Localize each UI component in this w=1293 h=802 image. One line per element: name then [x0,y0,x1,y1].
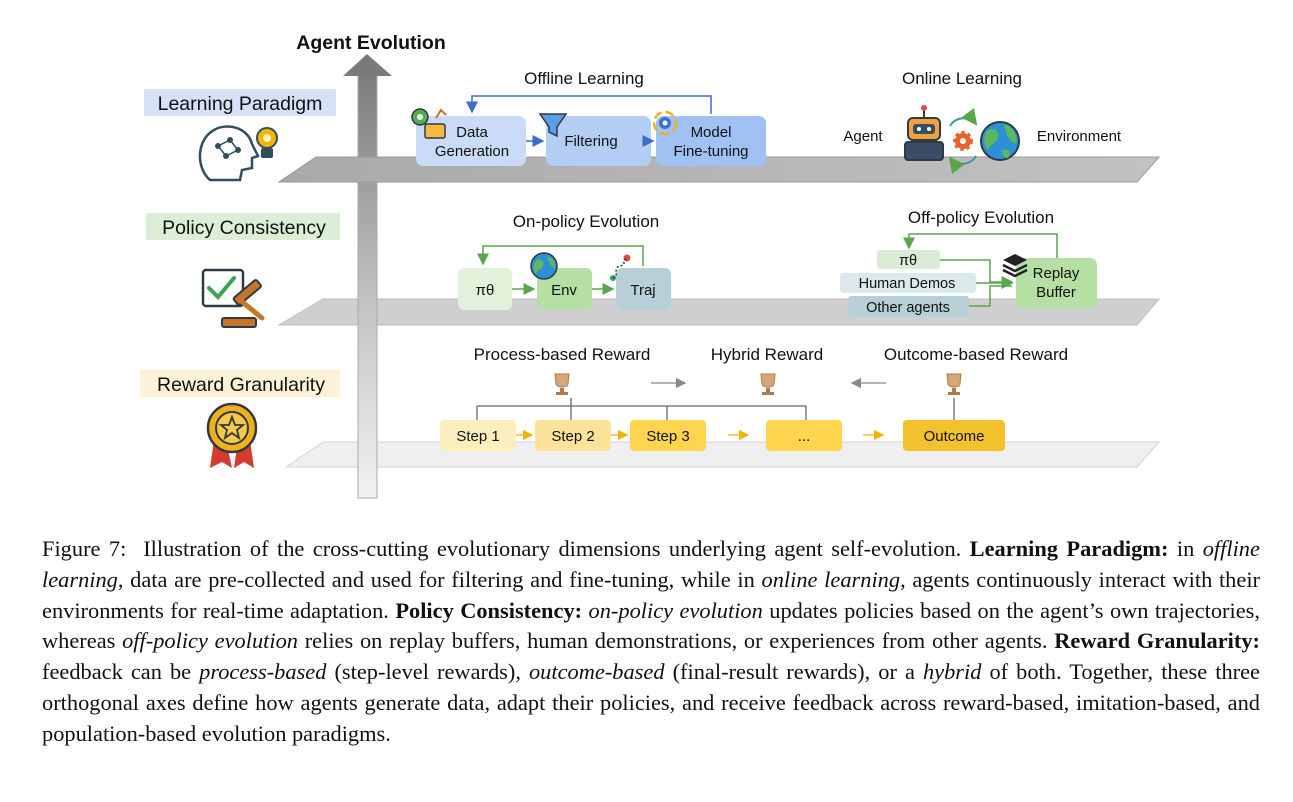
caption-text: of both. Together, these three orthogona… [42,659,1260,746]
data-generation-label-1: Data [456,124,488,141]
other-agents-box [848,296,969,317]
lightbulb-icon [256,127,278,158]
agent-label: Agent [843,128,883,145]
off-policy-feedback-arrow [903,233,1058,258]
caption-text: in [1176,536,1195,561]
axis-title: Agent Evolution [296,32,446,54]
evolution-axis-arrow [343,54,392,499]
replay-buffer-label-2: Buffer [1036,284,1076,301]
figure-caption: Figure 7: Illustration of the cross-cutt… [42,534,1260,750]
step-1-label: Step 1 [456,428,499,445]
caption-figure-label: Figure 7: [42,536,127,561]
filtering-label: Filtering [564,133,617,150]
policy-box [458,268,512,310]
caption-reward-granularity-heading: Reward Granularity: [1054,628,1260,654]
policy-consistency-highlight [146,213,340,240]
evolution-dimensions-figure: Agent Evolution Learning Paradigm Policy… [140,32,1161,499]
caption-online-learning: online learning [761,566,901,592]
filter-icon [538,113,568,138]
caption-hybrid: hybrid [922,659,982,685]
other-agents-label: Other agents [866,300,950,316]
medal-icon [206,402,258,468]
globe-environment-icon [980,121,1020,161]
more-steps-label: ... [798,428,811,445]
arrow-agents-buffer [969,285,1012,307]
platform-reward [284,441,1161,468]
caption-text: (step-level rewards), [334,659,521,685]
off-policy-box [877,250,940,269]
off-policy-title: Off-policy Evolution [908,208,1054,227]
human-demos-label: Human Demos [859,276,956,292]
caption-text: relies on replay buffers, human demonstr… [304,628,1048,654]
reward-granularity-label: Reward Granularity [157,374,325,396]
model-gear-icon [652,110,678,136]
offline-feedback-arrow [466,95,712,114]
model-finetuning-box [656,116,766,166]
env-box [537,268,592,310]
trophy-icon-outcome [946,373,962,395]
model-finetuning-label-1: Model [691,124,732,141]
robot-agent-icon [904,105,944,161]
caption-offline-learning: offline learning [42,536,1260,592]
caption-text: , agents continuously interact with thei… [42,566,1260,623]
caption-intro: Illustration of the cross-cutting evolut… [143,536,962,561]
trophy-icon-hybrid [760,373,776,395]
caption-learning-paradigm-heading: Learning Paradigm: [969,536,1169,561]
filtering-box [546,116,651,166]
layers-icon [1002,254,1028,278]
cycle-gear-icon [948,108,978,174]
process-bracket [476,398,807,420]
traj-label: Traj [630,282,655,299]
caption-on-policy: on-policy evolution [588,597,763,623]
on-policy-feedback-arrow [477,245,644,266]
env-label: Env [551,282,577,299]
trajectory-icon [610,254,631,281]
step-3-box [630,420,706,451]
off-policy-label: πθ [899,253,917,269]
policy-consistency-label: Policy Consistency [162,217,326,239]
caption-text: updates policies based on the agent’s ow… [42,597,1260,654]
brain-head-icon [198,125,260,182]
model-finetuning-label-2: Fine-tuning [673,143,748,160]
step-1-box [440,420,516,451]
caption-process-based: process-based [199,659,327,685]
outcome-box [903,420,1005,451]
replay-buffer-box [1016,258,1097,308]
caption-off-policy: off-policy evolution [122,628,298,654]
process-reward-title: Process-based Reward [474,345,651,364]
outcome-reward-title: Outcome-based Reward [884,345,1068,364]
arrow-policy-buffer [940,259,1014,288]
reward-granularity-highlight [140,370,340,397]
human-demos-box [840,273,976,293]
step-3-label: Step 3 [646,428,689,445]
caption-text: feedback can be [42,659,192,685]
more-steps-box [766,420,842,451]
learning-paradigm-label: Learning Paradigm [158,93,323,115]
caption-policy-consistency-heading: Policy Consistency: [395,597,583,623]
step-2-label: Step 2 [551,428,594,445]
data-generation-label-2: Generation [435,143,509,160]
caption-outcome-based: outcome-based [528,659,665,685]
offline-learning-title: Offline Learning [524,69,644,88]
hybrid-reward-title: Hybrid Reward [711,345,823,364]
on-policy-title: On-policy Evolution [513,212,659,231]
gear-folder-icon [411,108,447,139]
caption-text: , data are pre-collected and used for fi… [117,566,755,592]
step-2-box [535,420,611,451]
replay-buffer-label-1: Replay [1033,265,1080,282]
gavel-checklist-icon [201,268,265,328]
policy-label: πθ [476,282,495,299]
environment-label: Environment [1037,128,1122,145]
trophy-icon-process [554,373,570,395]
online-learning-title: Online Learning [902,69,1022,88]
outcome-label: Outcome [924,428,985,445]
caption-text: (final-result rewards), or a [672,659,915,685]
globe-icon [530,252,558,280]
learning-paradigm-highlight [144,89,336,116]
traj-box [616,268,671,310]
